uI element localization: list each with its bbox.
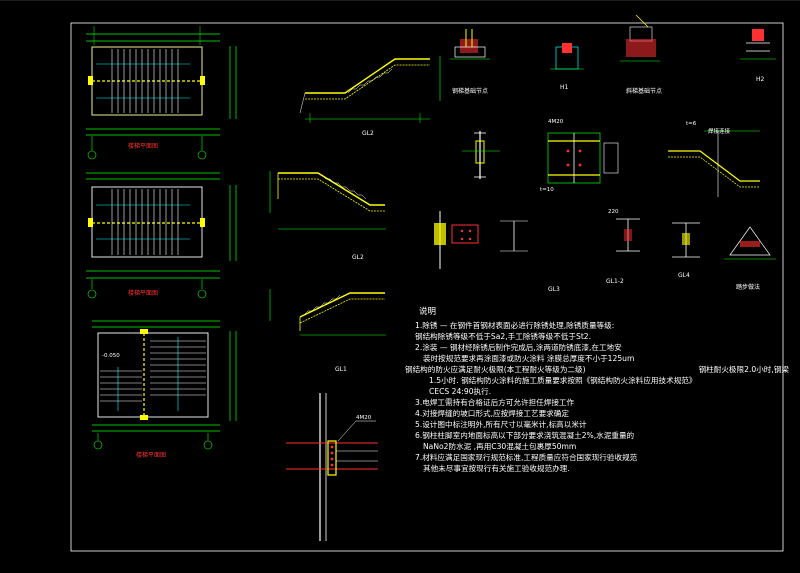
plan2-label: 楼梯平面图 [128, 289, 158, 297]
note-line: NaNo2防水泥 ,再用C30混凝土包裹厚50mm [423, 442, 577, 451]
notes-title: 说明 [419, 307, 437, 317]
stair-node-label: 斜梯基础节点 [626, 87, 662, 95]
column-section-detail [462, 131, 500, 179]
design-notes: 说明 1.除锈 — 在钢件首钢材表面必进行除锈处理,除锈质量等级: 钢结构除锈等级… [405, 307, 795, 474]
detail-gl4 [672, 222, 700, 258]
note-line: 5.设计图中标注明外,所有尺寸以毫米计,标高以米计 [415, 420, 587, 429]
detail-gl1-2 [616, 218, 640, 252]
h2-label: H2 [756, 76, 765, 83]
detail-h1 [550, 43, 584, 70]
plate-thickness-1: t=10 [540, 187, 554, 193]
elev-label-1: -0.050 [102, 353, 120, 359]
detail-h2 [740, 29, 776, 60]
gl4-label: GL4 [678, 272, 690, 279]
note-line: 7.材料应满足国家现行规范标准,工程质量应符合国家现行验收规范 [415, 453, 638, 462]
note-line: 3.电焊工需持有合格证后方可允许担任焊接工作 [415, 398, 575, 407]
bolt-callout-1: 4M20 [356, 415, 372, 421]
beam-column-connection-detail [286, 393, 378, 541]
h1-label: H1 [560, 84, 569, 91]
plate-thickness-2: t=6 [686, 121, 697, 127]
gl2-top-label: GL2 [362, 130, 374, 137]
note-line: 装时按规范要求再涂面漆或防火涂料 涂膜总厚度不小于125um [423, 354, 635, 363]
base-node-steel [450, 29, 490, 60]
size-220: 220 [608, 209, 619, 215]
stair-plan-1 [86, 26, 237, 160]
sheet-border [70, 22, 784, 552]
gl12-label: GL1-2 [606, 278, 624, 285]
plan1-label: 楼梯平面图 [128, 142, 158, 150]
detail-gl3 [434, 211, 528, 269]
plan3-label: 楼梯平面图 [136, 451, 166, 459]
note-line: 1.5小时. 钢结构防火涂料的施工质量要求按照《钢结构防火涂料应用技术规范》 [429, 376, 697, 385]
note-line: 4.对接焊缝的坡口形式,应按焊接工艺要求确定 [415, 409, 569, 418]
stair-elevation-gl2-top [299, 56, 441, 123]
weld-note: 焊接连接 [708, 127, 731, 135]
note-line: 钢结构的防火应满足耐火极限(本工程耐火等级为二级)钢柱耐火极限2.0小时,钢梁 [405, 365, 789, 374]
stair-elevation-gl1 [269, 289, 386, 336]
detail-tread [724, 226, 776, 260]
notes-lines: 1.除锈 — 在钢件首钢材表面必进行除锈处理,除锈质量等级: 钢结构除锈等级不低于… [405, 320, 795, 474]
fire-rating-note: 钢柱耐火极限2.0小时,钢梁 [698, 365, 789, 374]
gl3-label: GL3 [548, 286, 560, 293]
detail-stair-node [620, 14, 660, 62]
note-line: CECS 24:90执行. [429, 387, 492, 396]
note-line: 钢结构除锈等级不低于Sa2,手工除锈等级不低于St2. [415, 332, 592, 341]
gl1-label: GL1 [335, 366, 347, 373]
stair-elevation-gl2-mid [269, 171, 386, 230]
stair-plan-2 [86, 172, 237, 299]
note-line: 其他未尽事宜按现行有关施工验收规范办理. [423, 464, 570, 473]
bolt-callout-2: 4M20 [548, 119, 564, 125]
beam-splice-detail [547, 132, 619, 184]
gl2-mid-label: GL2 [352, 254, 364, 261]
note-line: 1.除锈 — 在钢件首钢材表面必进行除锈处理,除锈质量等级: [415, 321, 615, 330]
tread-label: 踏步做法 [736, 283, 760, 291]
note-line: 2.涂装 — 钢材经除锈后制作完成后,涂两道防锈底漆,在工地安 [415, 343, 622, 352]
note-line: 6.钢柱柱脚室内地面标高以下部分要求浇筑混凝土2%,水泥重量的 [415, 431, 635, 440]
stair-plan-3 [92, 320, 237, 450]
steel-node-label: 钢梯基础节点 [452, 87, 488, 95]
stair-stringer-detail [668, 130, 760, 197]
